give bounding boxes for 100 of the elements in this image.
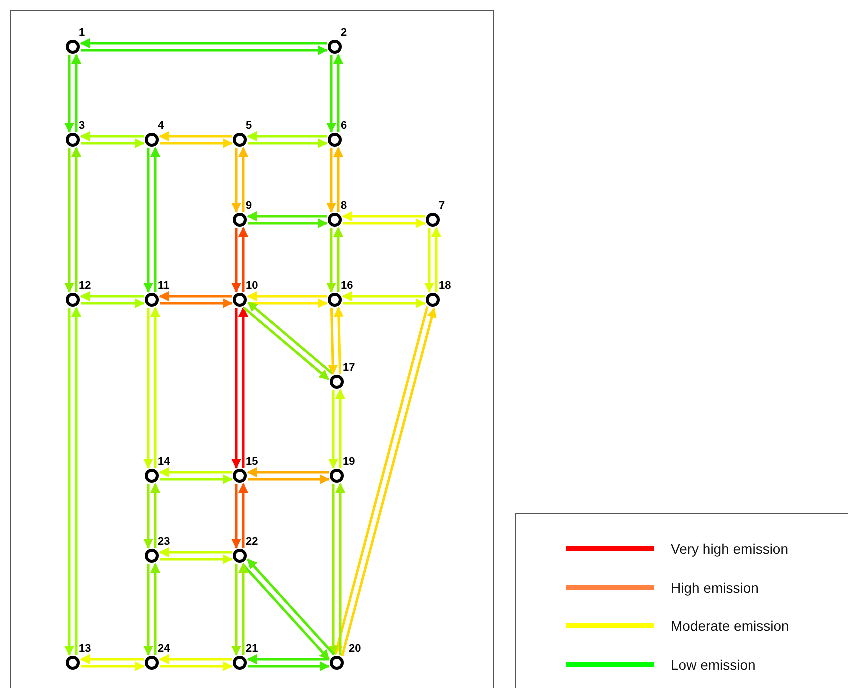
link-arrow xyxy=(81,298,145,308)
link-arrow xyxy=(72,147,82,292)
link-arrow xyxy=(159,132,232,142)
link-arrow xyxy=(81,46,328,56)
legend-label: Moderate emission xyxy=(671,618,790,634)
link-arrow xyxy=(248,662,330,672)
link-arrow xyxy=(64,148,74,293)
link-arrow xyxy=(238,227,248,292)
link-arrow xyxy=(72,54,82,132)
legend-label: Low emission xyxy=(671,656,756,672)
link-arrow xyxy=(159,654,232,664)
link-arrow xyxy=(341,308,437,656)
link-arrow xyxy=(242,563,330,660)
link-arrow xyxy=(343,218,426,228)
link-arrow xyxy=(80,132,144,142)
link-arrow xyxy=(432,227,442,292)
node-number: 13 xyxy=(79,643,92,655)
node-number: 7 xyxy=(439,200,446,212)
link-arrow xyxy=(81,138,145,148)
link-arrow xyxy=(326,148,336,213)
link-arrow xyxy=(144,484,154,549)
node-number: 3 xyxy=(79,120,86,132)
link-arrow xyxy=(336,389,346,468)
link-arrow xyxy=(232,564,242,656)
link-arrow xyxy=(160,662,233,672)
link-arrow xyxy=(159,548,232,558)
link-arrow xyxy=(238,563,248,655)
link-arrow xyxy=(232,148,242,213)
legend-label: Very high emission xyxy=(671,541,789,557)
link-arrow xyxy=(247,212,327,222)
link-arrow xyxy=(159,292,232,302)
node-number: 24 xyxy=(158,643,170,655)
node-number: 14 xyxy=(158,456,170,468)
link-arrow xyxy=(150,563,160,655)
link-arrow xyxy=(144,148,154,293)
node-number: 9 xyxy=(246,200,252,212)
node-number: 16 xyxy=(341,280,354,292)
node-number: 1 xyxy=(79,27,86,39)
link-arrow xyxy=(328,484,338,656)
link-arrow xyxy=(144,564,154,656)
node-number: 21 xyxy=(246,643,258,655)
link-arrow xyxy=(424,228,434,293)
node-number: 15 xyxy=(246,456,258,468)
link-arrow xyxy=(328,308,338,376)
link-arrow xyxy=(342,292,425,302)
link-arrow xyxy=(248,298,328,308)
link-arrow xyxy=(326,55,336,133)
link-arrow xyxy=(64,308,74,656)
link-arrow xyxy=(334,54,344,132)
link-arrow xyxy=(247,468,329,478)
link-arrow xyxy=(247,558,336,656)
node-number: 10 xyxy=(246,280,258,292)
link-arrow xyxy=(248,218,328,228)
link-arrow xyxy=(81,662,145,672)
link-arrow xyxy=(232,308,242,469)
node-number: 6 xyxy=(341,120,348,132)
legend-label: High emission xyxy=(671,580,759,596)
link-arrow xyxy=(326,228,336,293)
node-number: 19 xyxy=(343,456,356,468)
node-number: 8 xyxy=(341,200,348,212)
link-arrow xyxy=(238,147,248,212)
link-arrow xyxy=(248,138,328,148)
link-arrow xyxy=(342,212,425,222)
link-arrow xyxy=(238,307,248,468)
link-arrow xyxy=(160,298,233,308)
link-arrow xyxy=(247,132,327,142)
link-arrow xyxy=(72,307,82,655)
link-arrow xyxy=(247,654,329,664)
link-arrow xyxy=(334,306,344,374)
link-arrow xyxy=(336,483,346,655)
node-number: 5 xyxy=(246,120,252,132)
link-arrow xyxy=(238,483,248,548)
link-arrow xyxy=(64,55,74,133)
node-number: 18 xyxy=(439,280,452,292)
node-number: 20 xyxy=(349,643,362,655)
link-arrow xyxy=(248,474,330,484)
link-arrow xyxy=(232,484,242,549)
node-number: 2 xyxy=(341,27,348,39)
link-arrow xyxy=(150,483,160,548)
link-arrow xyxy=(334,227,344,292)
node-number: 12 xyxy=(79,280,92,292)
link-arrow xyxy=(334,147,344,212)
link-arrow xyxy=(159,468,232,478)
link-arrow xyxy=(247,292,327,302)
link-arrow xyxy=(80,292,144,302)
link-arrow xyxy=(333,306,429,656)
link-arrow xyxy=(80,38,327,48)
node-number: 22 xyxy=(246,536,258,548)
link-arrow xyxy=(343,298,426,308)
node-number: 4 xyxy=(158,120,164,132)
node-number: 23 xyxy=(158,536,170,548)
link-arrow xyxy=(144,308,154,469)
link-arrow xyxy=(160,554,233,564)
node-number: 11 xyxy=(158,280,170,292)
link-arrow xyxy=(150,147,160,292)
link-arrow xyxy=(328,390,338,469)
link-arrow xyxy=(232,228,242,293)
link-arrow xyxy=(160,474,233,484)
node-number: 17 xyxy=(343,362,356,374)
link-arrow xyxy=(80,654,144,664)
